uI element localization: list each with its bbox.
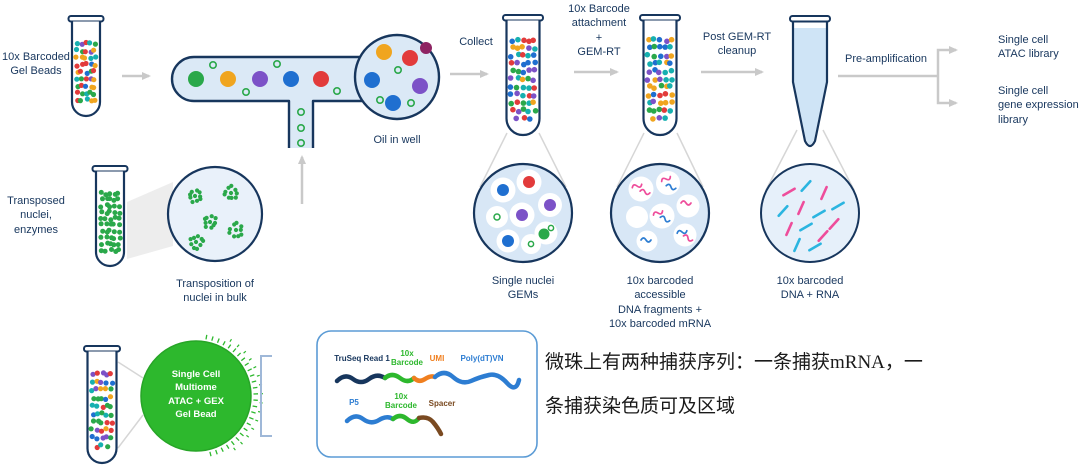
label-gex-library: Single cell gene expression library <box>998 85 1079 126</box>
oil-well <box>353 33 441 121</box>
oligo-label-truseq: TruSeq Read 1 <box>334 354 390 363</box>
label-post-gem-rt-cleanup: Post GEM-RT cleanup <box>702 31 772 58</box>
label-transposed-nuclei: Transposed nuclei, enzymes <box>7 195 65 236</box>
flow-arrows <box>122 46 958 204</box>
label-barcode-attachment: 10x Barcode attachment + GEM-RT <box>568 3 630 58</box>
oligo-bottom-strand <box>344 413 444 437</box>
dna-rna-circle <box>760 163 860 263</box>
conical-tube <box>789 15 831 148</box>
nuclei-tube-dots <box>98 189 123 254</box>
oligo-label-barcode-top: 10x Barcode <box>390 349 423 368</box>
nuclei-blobs <box>188 183 244 251</box>
dna-rna-dashes <box>777 179 845 253</box>
bottom-tube-dots <box>88 370 116 451</box>
bracket-icon <box>260 355 272 437</box>
gel-bead-label: Single Cell Multiome ATAC + GEX Gel Bead <box>168 369 224 420</box>
label-single-nuclei-gems: Single nuclei GEMs <box>491 275 555 302</box>
label-transposition: Transposition of nuclei in bulk <box>176 278 254 305</box>
label-gel-beads: 10x Barcoded Gel Beads <box>2 51 70 78</box>
oligo-label-spacer: Spacer <box>428 399 456 408</box>
caption-chinese: 微珠上有两种捕获序列：一条捕获mRNA，一条捕获染色质可及区域 <box>545 352 923 417</box>
oligo-label-polydt: Poly(dT)VN <box>460 354 504 363</box>
label-atac-library: Single cell ATAC library <box>998 34 1059 61</box>
oligo-box <box>316 330 538 458</box>
arrow-to-gex <box>936 76 958 107</box>
gel-bead-circle <box>140 340 252 452</box>
gel-beads-tube-dots <box>73 39 99 104</box>
label-collect: Collect <box>459 36 493 48</box>
fragments-circle <box>609 162 711 264</box>
well-nuclei-rings <box>375 66 415 108</box>
label-barcoded-fragments: 10x barcoded accessible DNA fragments + … <box>608 275 712 330</box>
nuclei-rings <box>209 59 341 148</box>
collect-tube-dots <box>507 36 539 122</box>
label-barcoded-dna-rna: 10x barcoded DNA + RNA <box>776 275 844 302</box>
oligo-top-strand <box>334 370 522 390</box>
gems-circle <box>472 162 574 264</box>
zoom-guides <box>117 129 855 449</box>
gemrt-tube-dots <box>644 36 675 122</box>
microfluidic-chip <box>170 33 441 148</box>
fragment-squiggles <box>631 175 694 243</box>
transposition-circle <box>166 165 264 263</box>
zoom-wedge <box>127 182 173 259</box>
arrow-to-atac <box>936 46 958 76</box>
oligo-label-barcode-bottom: 10x Barcode <box>384 392 417 411</box>
oligo-label-umi: UMI <box>429 354 445 363</box>
label-oil-in-well: Oil in well <box>373 134 421 146</box>
label-pre-amplification: Pre-amplification <box>845 53 927 65</box>
oligo-label-p5: P5 <box>349 398 359 407</box>
